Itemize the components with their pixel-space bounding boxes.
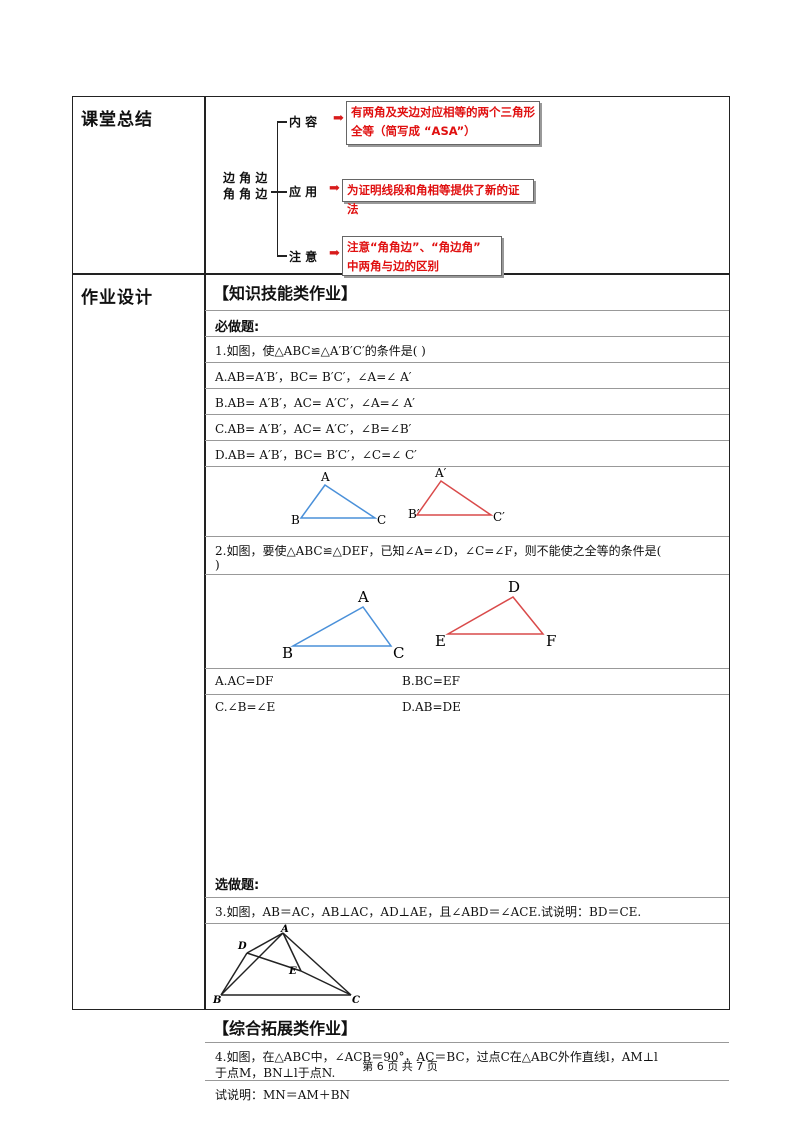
label-c-prime: C′ [493, 510, 505, 524]
section-extension-heading: 【综合拓展类作业】 [213, 1019, 358, 1038]
divider [205, 694, 729, 695]
bracket-tick-top [277, 121, 287, 123]
box-content-line1: 有两角及夹边对应相等的两个三角形 [351, 105, 535, 119]
label-a-prime: A′ [434, 466, 447, 480]
homework-row-label: 作业设计 [81, 288, 153, 308]
page-footer: 第 6 页 共 7 页 [362, 1060, 438, 1073]
summary-mindmap: 边 角 边 角 角 边 内 容 ➡ 有两角及夹边对应相等的两个三角形 全等（简写… [205, 97, 729, 276]
q2-figure: A B C D E F [282, 578, 556, 662]
q4-line1: 4.如图，在△ABC中，∠ACB＝90°，AC＝BC，过点C在△ABC外作直线l… [215, 1050, 658, 1064]
label-a: A [280, 924, 289, 935]
q1-figure: A B C A′ B′ C′ [291, 466, 505, 527]
divider [205, 1080, 729, 1081]
q2-option-c: C.∠B=∠E [215, 700, 276, 714]
q4-line3: 试说明：MN＝AM＋BN [215, 1088, 351, 1102]
arrow-right-icon: ➡ [329, 181, 340, 196]
triangle-def [445, 596, 545, 635]
divider [205, 574, 729, 575]
lesson-table: 课堂总结 边 角 边 角 角 边 内 容 ➡ 有两角及夹边对应相等的两个三角形 … [72, 96, 730, 1102]
q2-option-a: A.AC=DF [215, 674, 274, 688]
q1-option-d: D.AB= A′B′，BC= B′C′，∠C=∠ C′ [215, 448, 417, 462]
box-content-line2: 全等（简写成 “ASA”） [351, 124, 476, 138]
q3-stem: 3.如图，AB＝AC，AB⊥AC，AD⊥AE，且∠ABD＝∠ACE.试说明：BD… [215, 905, 642, 919]
q2-option-d: D.AB=DE [402, 700, 461, 714]
arrow-right-icon: ➡ [329, 246, 340, 261]
box-notice-line1: 注意“角角边”、“角边角” [347, 240, 481, 254]
label-b: B [212, 995, 221, 1005]
q1-stem: 1.如图，使△ABC≌△A′B′C′的条件是( ) [215, 344, 426, 358]
divider [205, 440, 729, 441]
divider [205, 310, 729, 311]
divider [205, 466, 729, 467]
homework-content: 【知识技能类作业】 必做题: 1.如图，使△ABC≌△A′B′C′的条件是( )… [205, 274, 729, 1102]
q3-figure: A B C D E [212, 924, 360, 1005]
bracket-line [277, 121, 278, 256]
branch-label-notice: 注 意 [289, 250, 318, 264]
summary-box-notice: 注意“角角边”、“角边角” 中两角与边的区别 [342, 236, 502, 276]
section-knowledge-heading: 【知识技能类作业】 [213, 284, 358, 303]
q4-line2: 于点M，BN⊥l于点N. [215, 1066, 336, 1080]
bracket-tick-bottom [277, 255, 287, 257]
divider [205, 536, 729, 537]
arrow-right-icon: ➡ [333, 111, 344, 126]
divider [205, 414, 729, 415]
triangle-abc [299, 483, 378, 519]
q2-stem-line2: ) [215, 558, 220, 572]
bracket-tick-mid [277, 191, 287, 193]
label-c: C [393, 644, 404, 662]
triangle-abc [290, 606, 393, 647]
column-divider [204, 97, 206, 1009]
required-heading: 必做题: [215, 320, 260, 335]
summary-box-content: 有两角及夹边对应相等的两个三角形 全等（简写成 “ASA”） [346, 101, 540, 145]
summary-center-line2: 角 角 边 [223, 187, 268, 201]
branch-label-content: 内 容 [289, 115, 318, 129]
label-d: D [237, 941, 247, 952]
box-notice-line2: 中两角与边的区别 [347, 259, 439, 273]
bracket-stem [271, 191, 277, 193]
q2-stem-line1: 2.如图，要使△ABC≌△DEF，已知∠A=∠D，∠C=∠F，则不能使之全等的条… [215, 544, 662, 558]
label-b-prime: B′ [408, 507, 420, 521]
label-e: E [288, 966, 297, 977]
label-e: E [435, 632, 446, 650]
label-d: D [508, 578, 520, 596]
divider [205, 388, 729, 389]
label-c: C [352, 995, 360, 1005]
divider [205, 1042, 729, 1043]
q2-option-b: B.BC=EF [402, 674, 460, 688]
divider [205, 362, 729, 363]
q1-option-b: B.AB= A′B′，AC= A′C′，∠A=∠ A′ [215, 396, 415, 410]
q1-option-c: C.AB= A′B′，AC= A′C′，∠B=∠B′ [215, 422, 412, 436]
divider [205, 668, 729, 669]
summary-center-line1: 边 角 边 [223, 171, 268, 185]
label-b: B [282, 644, 293, 662]
label-a: A [320, 470, 330, 484]
q1-option-a: A.AB=A′B′，BC= B′C′，∠A=∠ A′ [215, 370, 412, 384]
label-b: B [291, 513, 300, 527]
divider [205, 897, 729, 898]
optional-heading: 选做题: [215, 878, 260, 893]
summary-box-application: 为证明线段和角相等提供了新的证法 [342, 179, 534, 216]
divider [205, 336, 729, 337]
branch-label-application: 应 用 [289, 185, 318, 199]
label-a: A [357, 588, 369, 606]
triangle-abc-prime [415, 479, 494, 516]
label-f: F [546, 632, 556, 650]
label-c: C [377, 513, 386, 527]
summary-row-label: 课堂总结 [81, 110, 153, 130]
divider [205, 923, 729, 924]
